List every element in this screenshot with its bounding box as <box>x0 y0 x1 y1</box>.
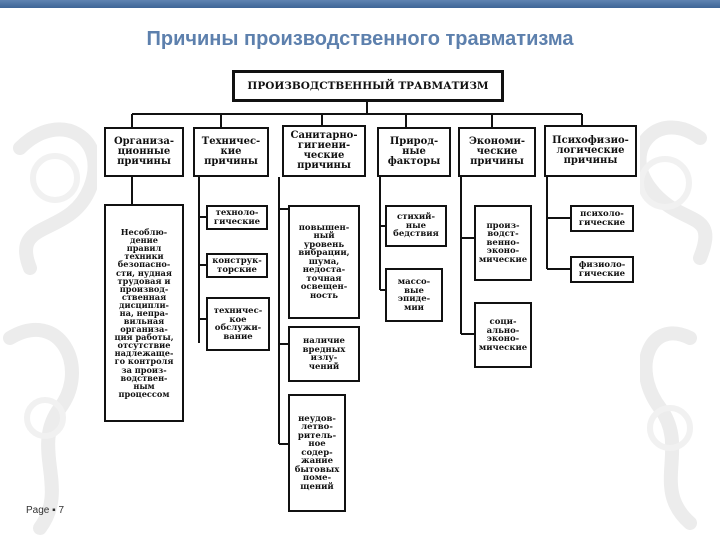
category-economic: Экономи- ческие причины <box>458 127 536 177</box>
root-box: ПРОИЗВОДСТВЕННЫЙ ТРАВМАТИЗМ <box>232 70 504 102</box>
top-accent-bar <box>0 0 720 8</box>
category-sanitary: Санитарно- гигиени- ческие причины <box>282 125 366 177</box>
category-organizational: Организа- ционные причины <box>104 127 184 177</box>
psycho-physiological-box: физиоло- гические <box>570 256 634 283</box>
tech-technological-box: техноло- гические <box>206 205 268 230</box>
injury-causes-diagram: ПРОИЗВОДСТВЕННЫЙ ТРАВМАТИЗМ Организа- ци… <box>97 64 640 519</box>
connector-root-bus <box>132 102 582 115</box>
economic-social-box: соци- ально- эконо- мические <box>474 302 532 368</box>
connector-economic <box>460 177 474 335</box>
org-cause-box: Несоблю- дение правил техники безопасно-… <box>104 204 184 422</box>
economic-production-box: произ- водст- венно- эконо- мические <box>474 205 532 281</box>
tech-design-box: конструк- торские <box>206 253 268 278</box>
sanitary-vibration-noise-box: повышен- ный уровень вибрации, шума, нед… <box>288 205 360 319</box>
connector-lines <box>131 102 583 445</box>
connector-tech <box>198 177 206 343</box>
natural-disasters-box: стихий- ные бедствия <box>385 205 447 247</box>
sanitary-facilities-box: неудов- летво- ритель- ное содер- жание … <box>288 394 346 512</box>
psycho-psychological-box: психоло- гические <box>570 205 634 232</box>
connector-natural <box>379 177 385 291</box>
slide-title: Причины производственного травматизма <box>146 28 574 50</box>
tech-maintenance-box: техничес- кое обслужи- вание <box>206 297 270 351</box>
category-psychophysiological: Психофизио- логические причины <box>544 125 637 177</box>
connector-bus-categories <box>131 114 583 127</box>
category-natural: Природ- ные факторы <box>377 127 451 177</box>
background-swirl-ornament <box>3 120 713 535</box>
connector-psycho <box>546 177 570 270</box>
sanitary-radiation-box: наличие вредных излу- чений <box>288 326 360 382</box>
natural-epidemics-box: массо- вые эпиде- мии <box>385 268 443 322</box>
page-number: Page ▪ 7 <box>26 505 65 516</box>
category-technical: Техничес- кие причины <box>193 127 269 177</box>
connector-sanitary <box>278 177 288 445</box>
